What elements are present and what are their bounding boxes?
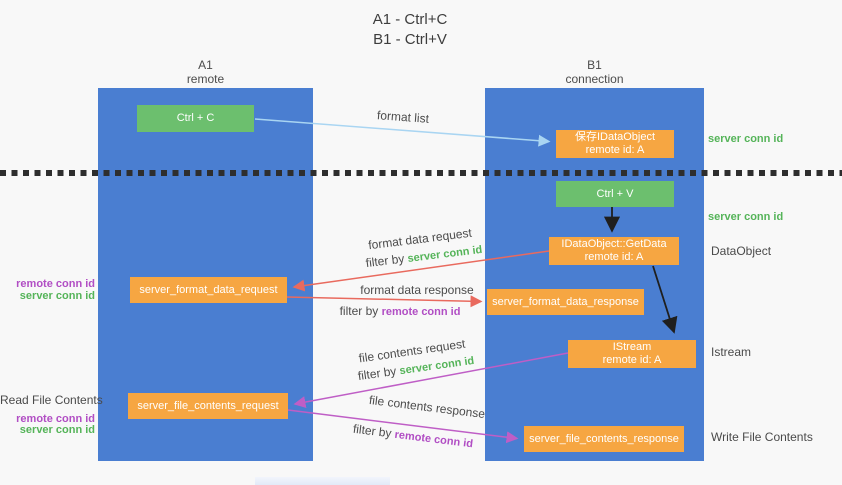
label-server-conn-id-top-right: server conn id	[708, 133, 784, 145]
title-line-1: A1 - Ctrl+C	[372, 11, 448, 28]
node-getdata-line2: remote id: A	[584, 251, 644, 263]
node-ctrl-v-label: Ctrl + V	[596, 187, 634, 200]
bottom-edge-strip	[255, 477, 390, 485]
label-remote-conn-id-top-left: remote conn id	[16, 278, 95, 290]
node-server-file-contents-response: server_file_contents_response	[524, 426, 684, 452]
dotted-divider-line	[0, 170, 842, 176]
node-istream-line2: remote id: A	[602, 354, 662, 366]
node-file-request-label: server_file_contents_request	[137, 399, 279, 412]
remote-conn-id-text: remote conn id	[381, 306, 461, 318]
arrow-file-contents-request	[293, 352, 569, 408]
label-write-file-contents: Write File Contents	[711, 430, 813, 444]
lane-a1-role: remote	[186, 72, 225, 86]
node-getdata-line1: IDataObject::GetData	[561, 238, 667, 250]
node-server-format-data-request: server_format_data_request	[130, 277, 287, 303]
node-ctrl-c: Ctrl + C	[137, 105, 254, 132]
node-istream: IStream remote id: A	[568, 340, 696, 368]
node-file-response-label: server_file_contents_response	[529, 432, 679, 445]
lane-header-b1: B1 connection	[485, 58, 704, 86]
lane-header-a1: A1 remote	[98, 58, 313, 86]
format-data-response-text: format data response	[360, 283, 474, 297]
label-read-file-contents: Read File Contents	[0, 393, 103, 407]
label-server-conn-id-mid-right: server conn id	[708, 211, 784, 223]
node-istream-line1: IStream	[612, 341, 652, 353]
label-dataobject: DataObject	[711, 244, 772, 258]
node-save-idataobject: 保存IDataObject remote id: A	[556, 130, 674, 158]
title-line-2: B1 - Ctrl+V	[373, 31, 447, 48]
label-remote-conn-id-bottom-left: remote conn id	[16, 413, 95, 425]
arrow-getdata-to-istream	[652, 265, 678, 334]
lane-a1-name: A1	[198, 58, 213, 72]
arrow-format-list	[254, 118, 551, 147]
lane-b1-role: connection	[565, 72, 624, 86]
edge-label-format-data-response: format data response	[347, 283, 487, 297]
arrow-file-contents-response	[287, 409, 519, 444]
node-format-request-label: server_format_data_request	[139, 283, 278, 296]
arrow-format-data-request	[292, 250, 550, 292]
filter-by-text: filter by	[339, 304, 382, 318]
node-format-response-label: server_format_data_response	[492, 295, 639, 308]
lane-b1-name: B1	[587, 58, 602, 72]
node-idataobject-getdata: IDataObject::GetData remote id: A	[549, 237, 679, 265]
node-save-idataobject-line1: 保存IDataObject	[574, 131, 656, 143]
label-server-conn-id-top-left: server conn id	[19, 290, 95, 302]
diagram-title: A1 - Ctrl+C B1 - Ctrl+V	[0, 10, 820, 50]
label-istream: Istream	[711, 345, 752, 359]
label-server-conn-id-bottom-left: server conn id	[19, 424, 95, 436]
arrow-format-data-response	[286, 295, 483, 308]
edge-label-filter-remote-1: filter by remote conn id	[320, 304, 480, 319]
node-save-idataobject-line2: remote id: A	[585, 144, 645, 156]
node-ctrl-v: Ctrl + V	[556, 181, 674, 207]
node-server-format-data-response: server_format_data_response	[487, 289, 644, 315]
node-ctrl-c-label: Ctrl + C	[176, 112, 215, 124]
node-server-file-contents-request: server_file_contents_request	[128, 393, 288, 419]
